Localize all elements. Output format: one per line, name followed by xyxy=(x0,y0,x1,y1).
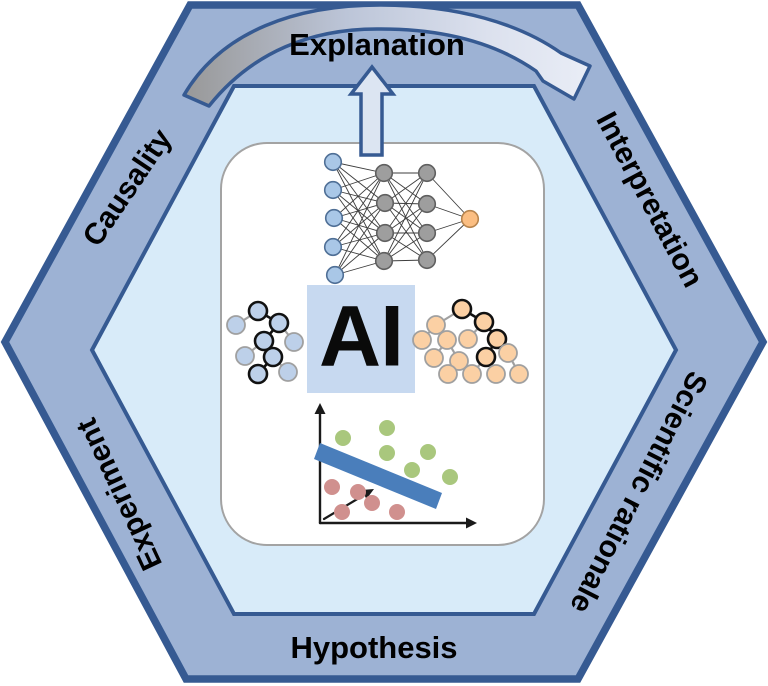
svm-plot-icon xyxy=(314,403,477,529)
decision-tree-blue-icon xyxy=(226,300,304,385)
ai-box xyxy=(307,285,415,393)
neural-network-icon xyxy=(323,152,480,285)
ai-label: AI xyxy=(319,288,404,385)
label-hypothesis: Hypothesis xyxy=(290,630,458,665)
up-arrow-icon xyxy=(347,64,397,157)
cycle-arrow-icon xyxy=(182,3,592,108)
class-b-dots xyxy=(324,479,405,520)
class-a-dots xyxy=(335,420,458,485)
label-explanation: Explanation xyxy=(289,27,465,62)
decision-tree-orange-icon xyxy=(412,298,529,384)
separator-band xyxy=(314,443,442,509)
